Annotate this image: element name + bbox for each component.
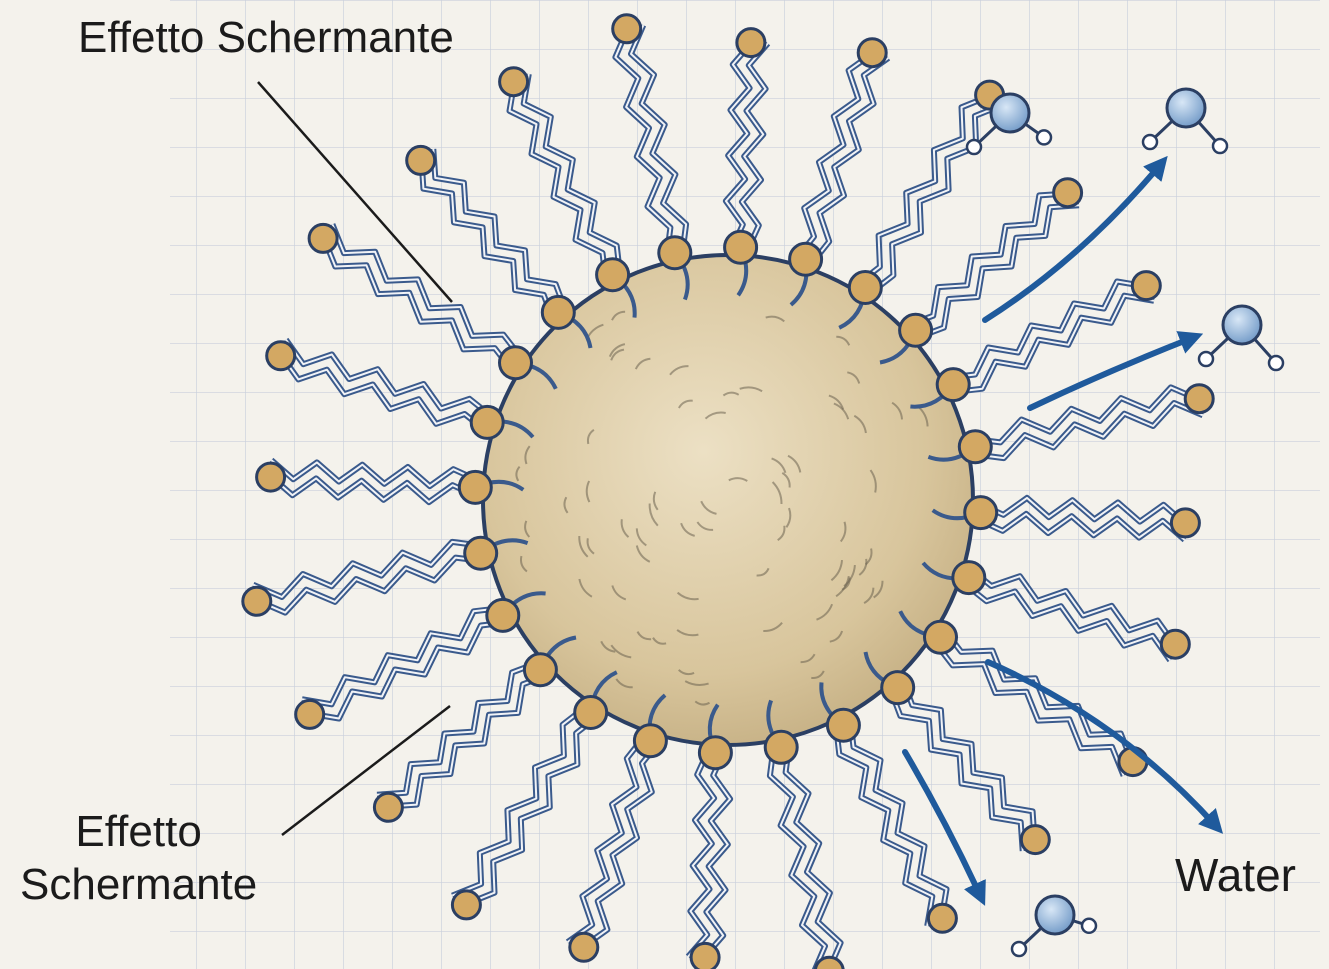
- oxygen-atom: [991, 94, 1029, 132]
- hydrogen-atom: [1012, 942, 1026, 956]
- surfactant-head: [900, 314, 932, 346]
- surfactant-tail-end: [374, 793, 402, 821]
- hydrogen-atom: [1213, 139, 1227, 153]
- surfactant-head: [634, 725, 666, 757]
- hydrogen-atom: [1269, 356, 1283, 370]
- hydrogen-atom: [1199, 352, 1213, 366]
- hydrogen-atom: [1037, 130, 1051, 144]
- surfactant-tail-end: [243, 587, 271, 615]
- surfactant-tail-end: [407, 146, 435, 174]
- surfactant-head: [465, 537, 497, 569]
- surfactant-tail-end: [858, 39, 886, 67]
- shielding-effect-label-line2: Schermante: [20, 859, 257, 912]
- surfactant-head: [953, 562, 985, 594]
- water-label: Water: [1175, 848, 1296, 903]
- surfactant-head: [882, 672, 914, 704]
- surfactant-tail-end: [1171, 509, 1199, 537]
- surfactant-tail-end: [1185, 385, 1213, 413]
- shielding-effect-label-line1: Effetto: [20, 806, 257, 859]
- surfactant-tail-end: [928, 904, 956, 932]
- shielding-effect-label-top: Effetto Schermante: [78, 12, 454, 65]
- surfactant-head: [659, 237, 691, 269]
- hydrogen-atom: [1143, 135, 1157, 149]
- surfactant-head: [925, 621, 957, 653]
- surfactant-tail-end: [1161, 630, 1189, 658]
- oxygen-atom: [1167, 89, 1205, 127]
- surfactant-tail-end: [570, 933, 598, 961]
- surfactant-head: [765, 731, 797, 763]
- surfactant-head: [471, 406, 503, 438]
- surfactant-head: [937, 369, 969, 401]
- surfactant-head: [849, 272, 881, 304]
- surfactant-head: [487, 599, 519, 631]
- surfactant-head: [699, 737, 731, 769]
- surfactant-head: [790, 243, 822, 275]
- surfactant-tail-end: [691, 943, 719, 969]
- surfactant-tail-end: [737, 29, 765, 57]
- surfactant-tail-end: [1054, 179, 1082, 207]
- oxygen-atom: [1036, 896, 1074, 934]
- surfactant-head: [575, 697, 607, 729]
- hydrogen-atom: [967, 140, 981, 154]
- surfactant-tail-end: [309, 224, 337, 252]
- surfactant-head: [542, 296, 574, 328]
- surfactant-head: [725, 231, 757, 263]
- surfactant-tail-end: [257, 463, 285, 491]
- oxygen-atom: [1223, 306, 1261, 344]
- surfactant-tail-end: [452, 891, 480, 919]
- surfactant-head: [959, 431, 991, 463]
- surfactant-head: [597, 259, 629, 291]
- hydrogen-atom: [1082, 919, 1096, 933]
- surfactant-head: [965, 497, 997, 529]
- surfactant-tail-end: [500, 68, 528, 96]
- surfactant-head: [500, 347, 532, 379]
- surfactant-head: [524, 654, 556, 686]
- surfactant-head: [827, 709, 859, 741]
- shielding-effect-label-bottom: Effetto Schermante: [20, 806, 257, 912]
- surfactant-tail-end: [267, 342, 295, 370]
- surfactant-tail-end: [296, 700, 324, 728]
- surfactant-tail-end: [1021, 826, 1049, 854]
- surfactant-tail-end: [613, 15, 641, 43]
- surfactant-tail-end: [1132, 272, 1160, 300]
- surfactant-head: [459, 471, 491, 503]
